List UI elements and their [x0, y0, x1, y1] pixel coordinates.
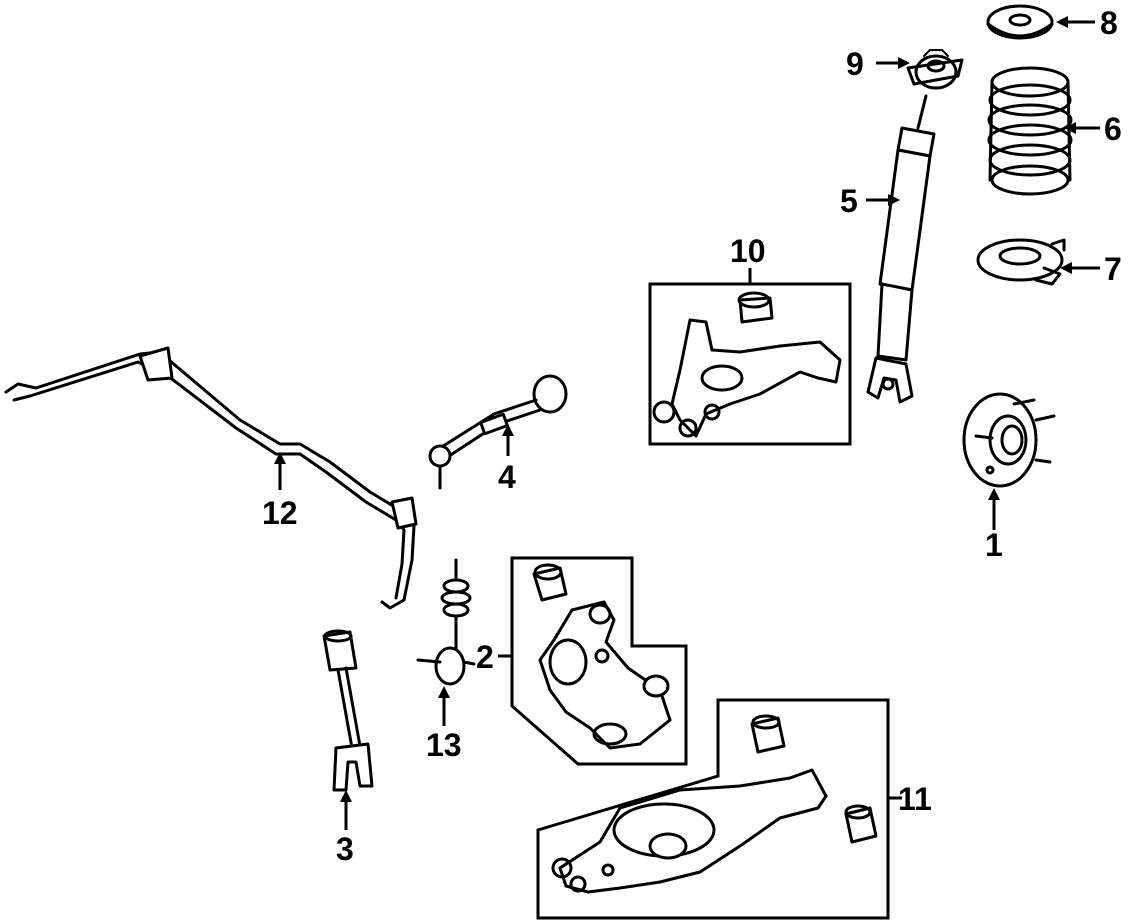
- part-12-stabilizer-bar[interactable]: [4, 346, 418, 610]
- callout-6-label: 6: [1104, 111, 1122, 147]
- part-11-box: [536, 698, 890, 920]
- callout-8: 8: [1056, 5, 1118, 41]
- part-10-box: [648, 282, 852, 446]
- callout-3: 3: [336, 790, 354, 867]
- callout-5-label: 5: [840, 183, 858, 219]
- part-2-box: [510, 556, 688, 766]
- callout-11: 11: [888, 781, 932, 817]
- part-7-spring-insulator[interactable]: [976, 238, 1066, 286]
- part-11-lower-control-arm[interactable]: [551, 714, 878, 894]
- callout-10-label: 10: [730, 233, 766, 269]
- callout-1-label: 1: [985, 527, 1003, 563]
- callout-3-label: 3: [336, 831, 354, 867]
- part-5-shock-absorber[interactable]: [866, 94, 936, 404]
- callout-7: 7: [1060, 251, 1122, 287]
- callout-5: 5: [840, 183, 900, 219]
- callout-2-label: 2: [476, 639, 494, 675]
- callout-11-label: 11: [898, 781, 932, 817]
- callout-13-label: 13: [426, 727, 462, 763]
- part-13-toe-link[interactable]: [416, 558, 476, 686]
- part-9-strut-mount[interactable]: [906, 49, 964, 90]
- callout-12-label: 12: [262, 495, 298, 531]
- callout-4-label: 4: [498, 459, 516, 495]
- callout-13: 13: [426, 686, 462, 763]
- part-2-knuckle[interactable]: [532, 563, 672, 750]
- part-3-trailing-arm[interactable]: [322, 629, 374, 792]
- callout-12: 12: [262, 452, 298, 531]
- callout-2: 2: [476, 639, 512, 675]
- callout-4: 4: [498, 424, 516, 495]
- callout-6: 6: [1064, 111, 1122, 147]
- part-1-hub-bearing[interactable]: [962, 392, 1056, 488]
- part-10-upper-control-arm[interactable]: [652, 291, 842, 438]
- part-6-coil-spring[interactable]: [987, 66, 1073, 196]
- callout-9: 9: [846, 46, 910, 82]
- callout-9-label: 9: [846, 46, 864, 82]
- callout-8-label: 8: [1100, 5, 1118, 41]
- part-8-upper-spring-seat[interactable]: [986, 4, 1054, 40]
- callout-1: 1: [985, 488, 1003, 563]
- callout-7-label: 7: [1104, 251, 1122, 287]
- part-4-stabilizer-link[interactable]: [428, 374, 568, 490]
